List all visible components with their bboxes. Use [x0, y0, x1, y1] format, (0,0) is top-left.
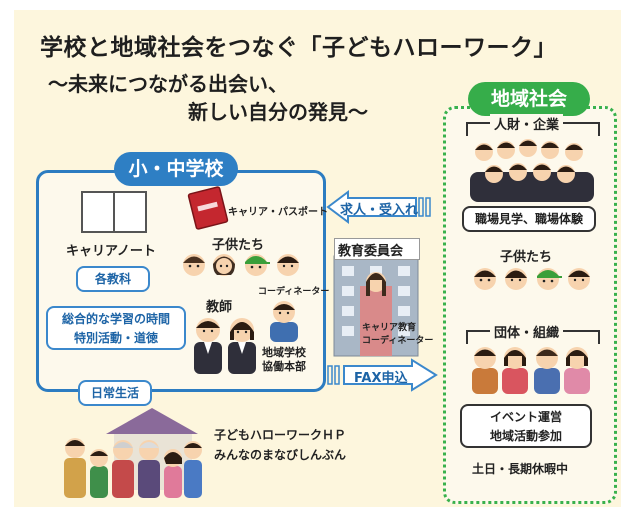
community-children-illustration [474, 268, 590, 290]
event-line2: 地域活動参加 [489, 429, 562, 443]
groups-illustration [472, 347, 590, 394]
school-children-label: 子供たち [212, 238, 265, 253]
fax-arrow [327, 358, 438, 392]
event-line1: イベント運営 [489, 410, 562, 424]
subtitle-line2: 新しい自分の発見〜 [188, 100, 368, 124]
coordinator-illustration [270, 301, 298, 342]
fax-label: FAX申込 [354, 371, 408, 386]
holidays-label: 土日・長期休暇中 [472, 462, 569, 476]
notebook-icon [81, 191, 147, 233]
passport-icon [187, 186, 229, 230]
career-passport-label: キャリア・パスポート [228, 207, 328, 218]
integrated-study-badge: 総合的な学習の時間 特別活動・道徳 [46, 306, 186, 350]
community-children-label: 子供たち [500, 250, 553, 265]
headquarters-line1: 地域学校 [262, 346, 306, 359]
career-coordinator-line2: コーディネーター [362, 336, 434, 346]
board-building-icon [333, 255, 419, 357]
headquarters-line2: 協働本部 [262, 360, 306, 373]
integrated-line2: 特別活動・道徳 [73, 331, 158, 345]
board-label-plate [334, 238, 420, 260]
teachers-label: 教師 [206, 300, 233, 315]
event-badge: イベント運営 地域活動参加 [460, 404, 592, 448]
headquarters-label: 地域学校 協働本部 [262, 346, 306, 374]
hp-label: 子どもハローワークＨＰ [214, 428, 347, 442]
community-heading: 地域社会 [468, 82, 590, 116]
page-title: 学校と地域社会をつなぐ「子どもハローワーク」 [40, 35, 557, 61]
subtitle-line1: 〜未来につながる出会い、 [48, 72, 288, 96]
recruit-arrow [326, 190, 431, 224]
recruit-label: 求人・受入れ [340, 203, 419, 218]
crowd-illustration [470, 139, 594, 202]
daily-life-badge: 日常生活 [78, 380, 152, 406]
integrated-line1: 総合的な学習の時間 [61, 312, 170, 326]
children-illustration [183, 254, 299, 276]
subjects-badge: 各教科 [76, 266, 150, 292]
career-coordinator-line1: キャリア教育 [362, 323, 417, 333]
teachers-illustration [194, 318, 256, 374]
groups-label: 団体・組織 [490, 322, 564, 341]
coordinator-label: コーディネーター [258, 287, 330, 297]
workplace-badge: 職場見学、職場体験 [462, 206, 596, 232]
career-coordinator-label: キャリア教育 コーディネーター [362, 322, 433, 348]
family-house-illustration [64, 408, 202, 498]
newspaper-label: みんなのまなびしんぶん [214, 448, 347, 462]
school-heading: 小・中学校 [114, 152, 238, 186]
people-companies-label: 人財・企業 [490, 114, 564, 133]
career-note-label: キャリアノート [66, 244, 156, 259]
board-label: 教育委員会 [338, 244, 404, 259]
